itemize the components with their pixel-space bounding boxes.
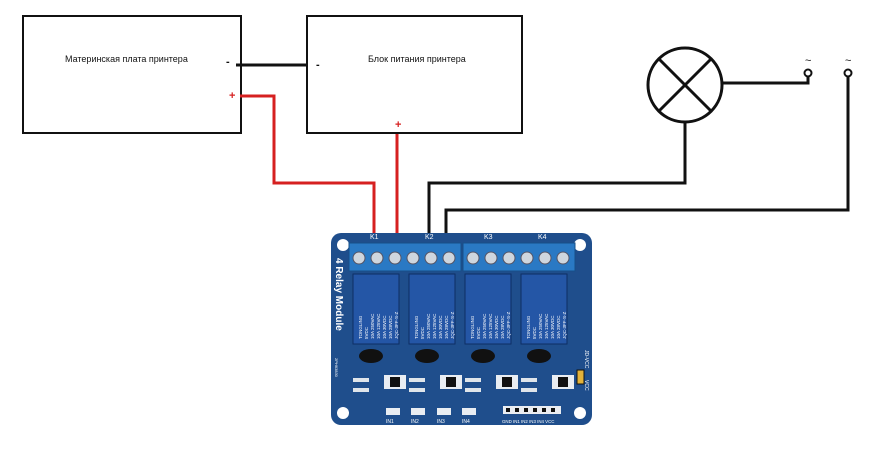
relay-3 xyxy=(464,273,512,345)
relay-4-text-6: JQC-3FF-S-Z xyxy=(562,312,567,339)
relay-4-text-4: 10A 30VDC xyxy=(550,315,555,339)
relay-1-text-6: JQC-3FF-S-Z xyxy=(394,312,399,339)
ac-terminal-left-label: ~ xyxy=(805,55,811,67)
channel-label-k3: K3 xyxy=(484,234,493,241)
components xyxy=(353,349,574,392)
relay-3-text-2: 10A 250VAC xyxy=(482,313,487,339)
relay-1 xyxy=(352,273,400,345)
relay-1-text-2: 10A 250VAC xyxy=(370,313,375,339)
ac-terminals: ~ ~ xyxy=(803,55,853,78)
relay-3-text-5: 10A 28VDC xyxy=(500,315,505,339)
terminal-block-right xyxy=(462,242,576,272)
jd-vcc-label: JD-VCC xyxy=(583,350,589,369)
relay-module: K1 K2 K3 K4 TONGLING 5VDC 10A 250VAC 10A… xyxy=(331,233,592,425)
terminal-block-left xyxy=(348,242,462,272)
relay-4-text-1: 5VDC xyxy=(532,326,537,339)
input-label-in3: IN3 xyxy=(437,419,445,425)
relay-3-text-1: 5VDC xyxy=(476,326,481,339)
motherboard-title: Материнская плата принтера xyxy=(65,54,188,64)
relay-1-text-1: 5VDC xyxy=(364,326,369,339)
relay-2-text-4: 10A 30VDC xyxy=(438,315,443,339)
vcc-side-label: VCC xyxy=(583,380,589,391)
relay-4-text: TONGLING 5VDC 10A 250VAC 10A 125VAC 10A … xyxy=(526,312,567,339)
pin-header xyxy=(503,406,561,414)
input-leds xyxy=(386,408,476,415)
relay-4-text-2: 10A 250VAC xyxy=(538,313,543,339)
terminal-screws xyxy=(352,251,570,265)
motherboard-plus-label: + xyxy=(229,90,236,102)
relay-4-text-3: 10A 125VAC xyxy=(544,313,549,339)
wire-lamp-to-ac xyxy=(723,76,810,85)
relay-1-text-4: 10A 30VDC xyxy=(382,315,387,339)
relay-2-text-6: JQC-3FF-S-Z xyxy=(450,312,455,339)
ac-terminal-left xyxy=(803,68,813,78)
relay-3-text-6: JQC-3FF-S-Z xyxy=(506,312,511,339)
relay-2-text-5: 10A 28VDC xyxy=(444,315,449,339)
relay-3-text-3: 10A 125VAC xyxy=(488,313,493,339)
channel-label-k1: K1 xyxy=(370,234,379,241)
relay-3-text-0: TONGLING xyxy=(470,315,475,339)
relay-2 xyxy=(408,273,456,345)
relay-module-part-code: 2PH63830 xyxy=(334,358,339,378)
input-label-in1: IN1 xyxy=(386,419,394,425)
psu-box: Блок питания принтера xyxy=(306,15,523,134)
wires xyxy=(236,63,850,244)
relay-1-text: TONGLING 5VDC 10A 250VAC 10A 125VAC 10A … xyxy=(358,312,399,339)
relays xyxy=(352,273,568,345)
psu-minus-label: - xyxy=(316,59,320,71)
relay-1-text-0: TONGLING xyxy=(358,315,363,339)
relay-3-text: TONGLING 5VDC 10A 250VAC 10A 125VAC 10A … xyxy=(470,312,511,339)
wire-lamp-to-relay xyxy=(427,122,687,244)
ac-terminal-right xyxy=(843,68,853,78)
relay-4-text-0: TONGLING xyxy=(526,315,531,339)
motherboard-minus-label: - xyxy=(226,56,230,68)
ac-terminal-right-label: ~ xyxy=(845,55,851,67)
channel-label-k4: K4 xyxy=(538,234,547,241)
relay-1-text-5: 10A 28VDC xyxy=(388,315,393,339)
channel-label-k2: K2 xyxy=(425,234,434,241)
relay-2-text-0: TONGLING xyxy=(414,315,419,339)
relay-4-text-5: 10A 28VDC xyxy=(556,315,561,339)
psu-plus-label: + xyxy=(395,119,402,131)
relay-2-text-2: 10A 250VAC xyxy=(426,313,431,339)
jumper xyxy=(576,369,585,385)
relay-4 xyxy=(520,273,568,345)
relay-module-label: 4 Relay Module xyxy=(333,258,344,331)
wire-ac-to-relay xyxy=(444,75,850,244)
relay-3-text-4: 10A 30VDC xyxy=(494,315,499,339)
relay-2-text-1: 5VDC xyxy=(420,326,425,339)
lamp-symbol xyxy=(646,46,724,124)
motherboard-box: Материнская плата принтера xyxy=(22,15,242,134)
psu-title: Блок питания принтера xyxy=(368,54,466,64)
relay-2-text-3: 10A 125VAC xyxy=(432,313,437,339)
pin-header-label: GND IN1 IN2 IN3 IN4 VCC xyxy=(502,419,554,424)
wire-red-motherboard xyxy=(240,94,376,244)
input-label-in2: IN2 xyxy=(411,419,419,425)
relay-2-text: TONGLING 5VDC 10A 250VAC 10A 125VAC 10A … xyxy=(414,312,455,339)
input-label-in4: IN4 xyxy=(462,419,470,425)
relay-1-text-3: 10A 125VAC xyxy=(376,313,381,339)
